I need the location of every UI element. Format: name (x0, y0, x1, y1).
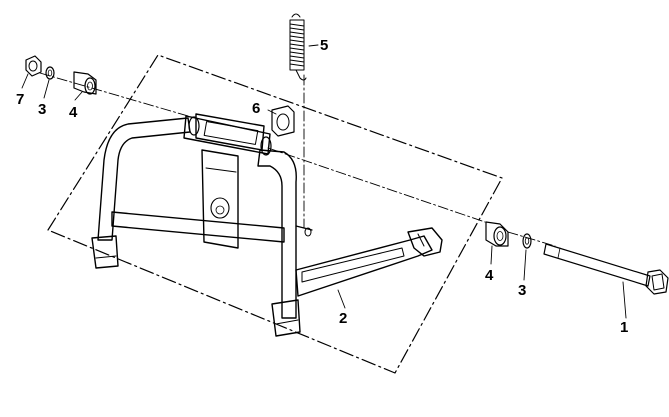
callout-4-right: 4 (485, 267, 494, 284)
bushing-part-4-left (73, 71, 97, 95)
callout-1: 1 (620, 319, 628, 336)
callout-7: 7 (16, 91, 24, 108)
washer-part-3-right (522, 233, 532, 249)
washer-part-3-left (45, 66, 55, 80)
assembly-frame (47, 54, 503, 374)
callout-labels: 5 6 7 3 4 2 4 3 1 (16, 37, 628, 336)
stopper-part-6 (271, 105, 295, 137)
leader-lines (21, 44, 627, 319)
callout-6: 6 (252, 100, 260, 117)
center-axis-lines (39, 72, 556, 247)
callout-4-left: 4 (69, 104, 78, 121)
callout-3-right: 3 (518, 282, 526, 299)
spring-part-5 (289, 13, 307, 81)
callout-3-left: 3 (38, 101, 46, 118)
bolt-part-1 (543, 243, 669, 295)
main-stand-part-2 (91, 113, 443, 337)
callout-2: 2 (339, 310, 347, 327)
bushing-part-4-right (485, 221, 509, 247)
callout-5: 5 (320, 37, 328, 54)
nut-part-7 (25, 55, 42, 77)
